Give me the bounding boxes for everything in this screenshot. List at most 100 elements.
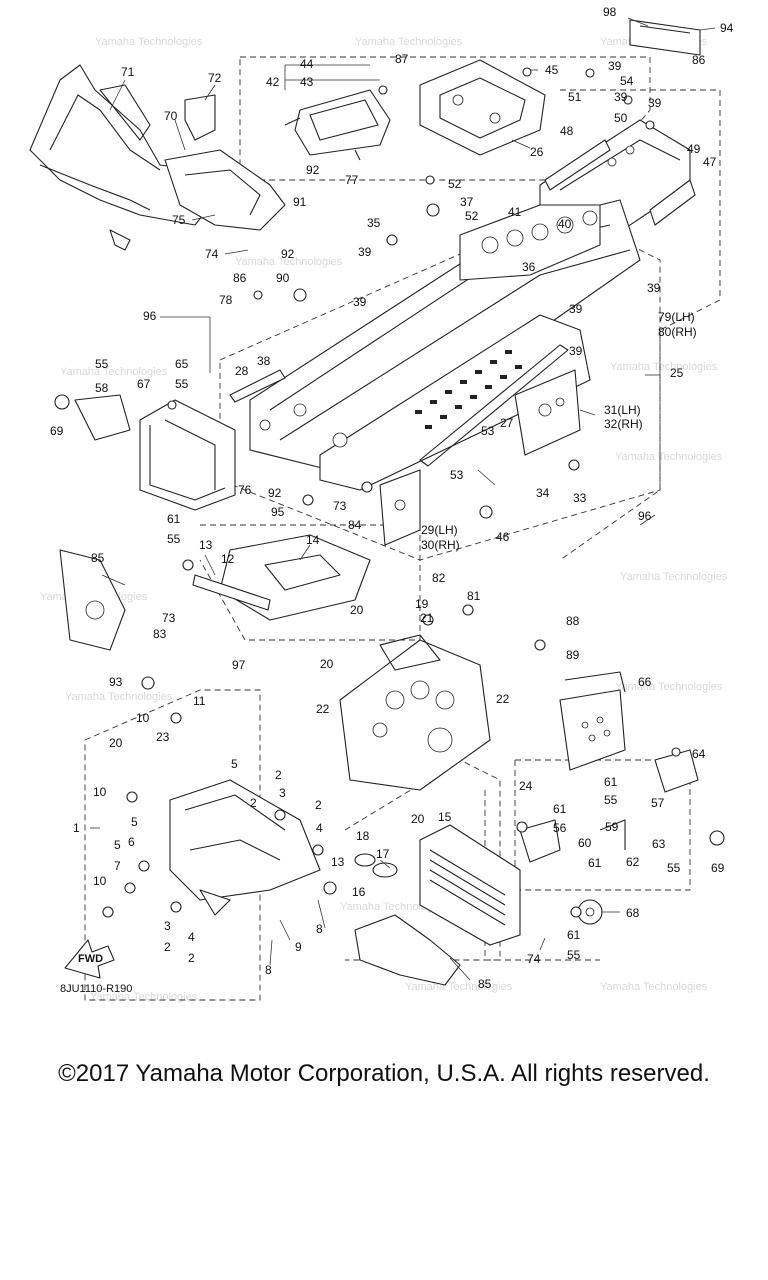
callout: 47 — [703, 155, 717, 169]
callout: 22 — [316, 702, 330, 716]
callout: 65 — [175, 357, 189, 371]
callout: 61 — [167, 512, 181, 526]
callout: 25 — [670, 366, 684, 380]
watermark: Yamaha Technologies — [60, 366, 168, 378]
callout: 70 — [164, 109, 178, 123]
callout: 72 — [208, 71, 222, 85]
callout: 74 — [205, 247, 219, 261]
callout: 78 — [219, 293, 233, 307]
callout: 2 — [315, 798, 322, 812]
callout: 86 — [233, 271, 247, 285]
callout: 81 — [467, 589, 481, 603]
callout: 8 — [316, 922, 323, 936]
callout: 69 — [711, 861, 725, 875]
front-bulkhead — [339, 634, 491, 791]
callout: 94 — [720, 21, 734, 35]
callout: 64 — [692, 747, 706, 761]
callout: 76 — [238, 483, 252, 497]
callout: 2 — [188, 951, 195, 965]
callout: 85 — [91, 551, 105, 565]
watermark: Yamaha Technologies — [235, 256, 343, 268]
callout: 5 — [114, 838, 121, 852]
callout: 27 — [500, 416, 514, 430]
callout: 17 — [376, 847, 390, 861]
fwd-arrow: FWD — [64, 939, 115, 979]
watermark: Yamaha Technologies — [620, 571, 728, 583]
callout: 29(LH) — [421, 523, 458, 537]
callout: 10 — [136, 711, 150, 725]
watermark: Yamaha Technologies — [405, 981, 513, 993]
callout: 21 — [420, 611, 434, 625]
callout: 39 — [608, 59, 622, 73]
watermark: Yamaha Technologies — [95, 36, 203, 48]
callout: 38 — [257, 354, 271, 368]
callout: 55 — [167, 532, 181, 546]
callout: 5 — [231, 757, 238, 771]
callout: 18 — [356, 829, 370, 843]
callout: 8 — [265, 963, 272, 977]
callout: 10 — [93, 785, 107, 799]
callout: 5 — [131, 815, 138, 829]
callout: 58 — [95, 381, 109, 395]
callout: 79(LH) — [658, 310, 695, 324]
callout: 20 — [350, 603, 364, 617]
callout: 93 — [109, 675, 123, 689]
watermark: Yamaha Technologies — [610, 361, 718, 373]
right-lower-brackets — [519, 749, 725, 863]
callout: 11 — [193, 694, 206, 708]
callout: 54 — [620, 74, 634, 88]
fwd-label: FWD — [78, 953, 103, 965]
callout: 91 — [293, 195, 307, 209]
callout: 92 — [281, 247, 295, 261]
callout: 61 — [567, 928, 581, 942]
callout: 48 — [560, 124, 574, 138]
callout: 2 — [164, 940, 171, 954]
diagram-code: 8JU1110-R190 — [60, 983, 132, 995]
callout: 92 — [268, 486, 282, 500]
callout: 75 — [172, 213, 186, 227]
front-bumper-66 — [559, 671, 626, 771]
callout: 19 — [415, 597, 429, 611]
callout: 55 — [567, 948, 581, 962]
callout: 73 — [333, 499, 347, 513]
callout: 90 — [276, 271, 290, 285]
callout: 39 — [358, 245, 372, 259]
callout: 15 — [438, 810, 452, 824]
watermark: Yamaha Technologies — [355, 36, 463, 48]
callout: 45 — [545, 63, 559, 77]
callout-labels: 98 94 44 42 43 87 45 39 54 86 71 72 51 3… — [50, 5, 734, 991]
callout: 56 — [553, 821, 567, 835]
callout: 92 — [306, 163, 320, 177]
callout: 1 — [73, 821, 80, 835]
callout: 57 — [651, 796, 665, 810]
callout: 95 — [271, 505, 285, 519]
callout: 55 — [95, 357, 109, 371]
steering-support — [192, 534, 371, 621]
callout: 83 — [153, 627, 167, 641]
callout: 20 — [411, 812, 425, 826]
callout: 60 — [578, 836, 592, 850]
parts-diagram: Yamaha Technologies Yamaha Technologies … — [29, 5, 734, 1003]
callout: 55 — [604, 793, 618, 807]
callout: 39 — [569, 344, 583, 358]
callout: 32(RH) — [604, 417, 643, 431]
callout: 44 — [300, 57, 314, 71]
main-tunnel — [229, 199, 641, 546]
callout: 13 — [199, 538, 213, 552]
callout: 14 — [306, 533, 320, 547]
callout: 33 — [573, 491, 587, 505]
callout: 42 — [266, 75, 280, 89]
callout: 7 — [114, 859, 121, 873]
callout: 3 — [279, 786, 286, 800]
watermark: Yamaha Technologies — [600, 981, 708, 993]
callout: 85 — [478, 977, 492, 991]
watermark: Yamaha Technologies — [615, 681, 723, 693]
callout: 40 — [558, 217, 572, 231]
callout: 67 — [137, 377, 151, 391]
callout: 87 — [395, 52, 409, 66]
callout: 97 — [232, 658, 246, 672]
watermark: Yamaha Technologies — [65, 691, 173, 703]
callout: 61 — [553, 802, 567, 816]
front-frame — [169, 779, 321, 916]
callout: 16 — [352, 885, 366, 899]
